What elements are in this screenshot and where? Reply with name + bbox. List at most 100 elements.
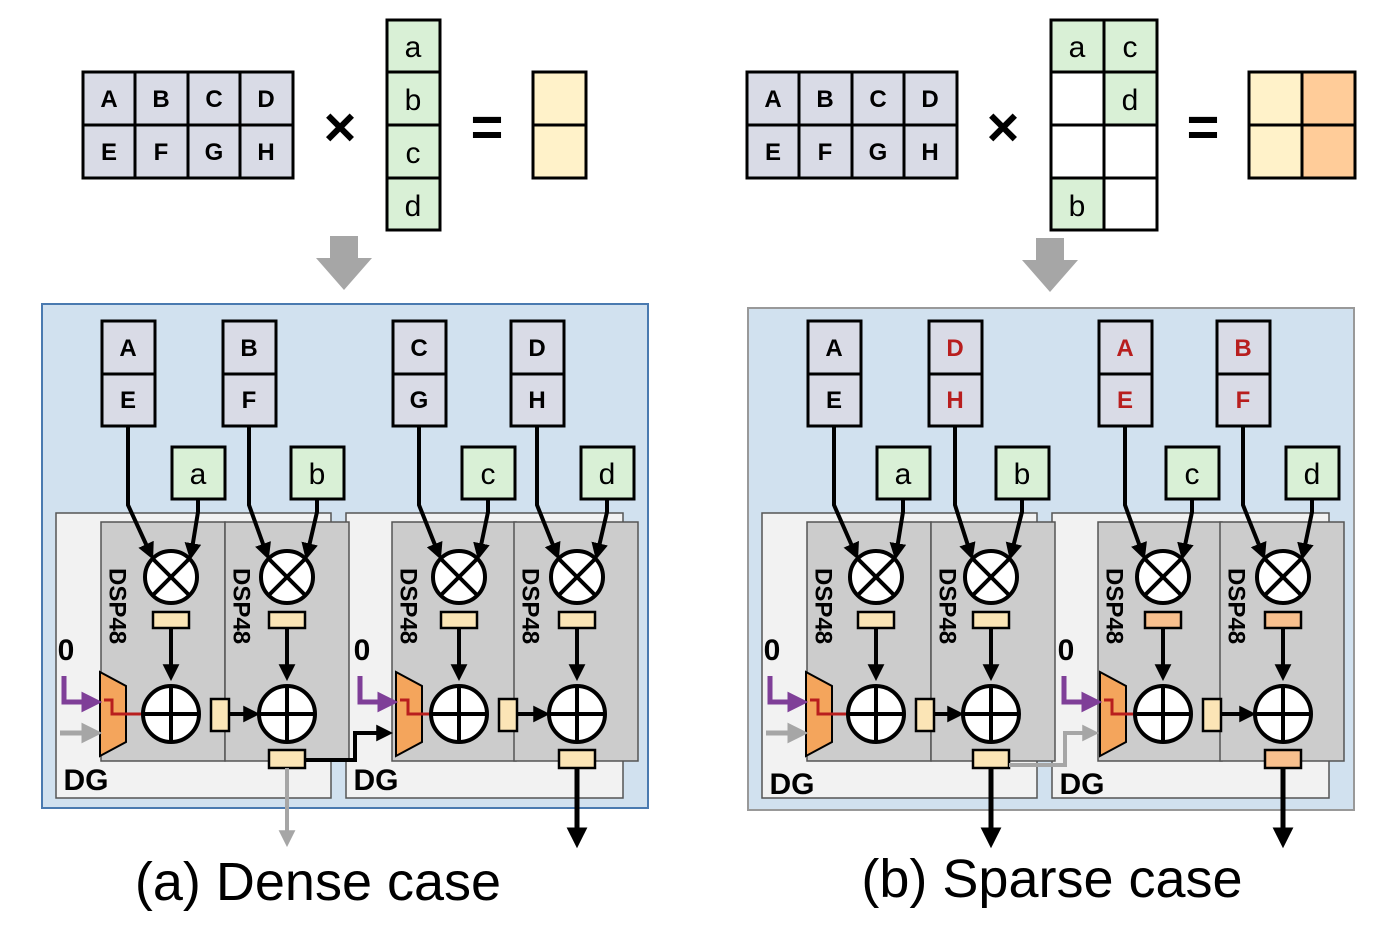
matrix-cell: F <box>154 139 169 166</box>
dsp48-label: DSP48 <box>810 568 837 644</box>
dense-output-vector <box>531 70 588 180</box>
weight-cell: E <box>826 387 842 414</box>
vector-cell: a <box>405 31 422 64</box>
matrix-cell: D <box>921 86 938 113</box>
zero-input-arrow <box>357 676 399 713</box>
sparse-weight-matrix: A B C D E F G H <box>745 70 959 180</box>
dense-cascade-arrow <box>305 724 394 762</box>
weight-wire <box>953 426 976 560</box>
vector-wire <box>1177 499 1194 560</box>
matrix-cell: H <box>257 139 274 166</box>
sparse-equation: A B C D E F G H × a c d b = <box>745 18 1357 232</box>
vector-cell: a <box>190 458 207 491</box>
weight-cell: E <box>1117 387 1133 414</box>
vector-wire <box>301 499 319 560</box>
vector-wire <box>889 499 907 560</box>
accumulator-register <box>1201 697 1223 733</box>
zero-label: 0 <box>1058 634 1075 667</box>
multiply-sign: × <box>324 95 357 158</box>
matrix-cell: C <box>205 86 222 113</box>
sparse-output-matrix <box>1247 70 1357 180</box>
sparse-cell: d <box>1122 84 1139 117</box>
zero-input-arrow <box>1061 676 1103 713</box>
vector-register <box>170 445 227 501</box>
matrix-cell: D <box>257 86 274 113</box>
weight-wire <box>126 426 154 560</box>
vector-cell: c <box>406 137 421 170</box>
weight-cell: C <box>410 335 427 362</box>
pipeline-register <box>439 610 479 630</box>
equals-sign: = <box>471 95 504 158</box>
weight-cell: A <box>825 335 842 362</box>
output-register <box>1263 748 1303 770</box>
zero-input-arrow <box>767 676 809 713</box>
matrix-cell: A <box>100 86 117 113</box>
weight-wire <box>535 426 561 560</box>
vector-cell: d <box>405 190 422 223</box>
dsp48-label: DSP48 <box>395 568 422 644</box>
vector-cell: c <box>481 458 496 491</box>
dg-label: DG <box>354 764 399 797</box>
dsp48-label: DSP48 <box>228 568 255 644</box>
vector-cell: a <box>895 458 912 491</box>
weight-cell: A <box>1116 335 1133 362</box>
output-register <box>971 748 1011 770</box>
vector-cell: d <box>1304 458 1321 491</box>
dg-label: DG <box>1060 768 1105 801</box>
pipeline-register <box>1143 610 1183 630</box>
weight-cell: H <box>946 387 963 414</box>
vector-register <box>994 445 1051 501</box>
vector-register <box>579 445 636 501</box>
output-register <box>267 748 307 770</box>
sparse-caption: (b) Sparse case <box>861 849 1242 909</box>
weight-cell: D <box>946 335 963 362</box>
mux-select-wire <box>104 698 141 716</box>
matrix-cell: H <box>921 139 938 166</box>
sparse-cascade-arrow <box>1009 724 1100 767</box>
weight-cell: B <box>240 335 257 362</box>
dsp48-label: DSP48 <box>104 568 131 644</box>
vector-wire <box>184 499 202 560</box>
sparse-input-matrix: a c d b <box>1049 18 1159 232</box>
weight-cell: G <box>410 387 429 414</box>
weight-wire <box>832 426 859 560</box>
vector-register <box>875 445 932 501</box>
sparse-cell: b <box>1069 190 1086 223</box>
matrix-cell: A <box>764 86 781 113</box>
vector-wire <box>1005 499 1024 560</box>
zero-label: 0 <box>58 634 75 667</box>
dsp48-label: DSP48 <box>1101 568 1128 644</box>
pipeline-register <box>971 610 1011 630</box>
vector-wire <box>591 499 609 560</box>
weight-cell: H <box>528 387 545 414</box>
vector-cell: b <box>309 458 326 491</box>
weight-cell: D <box>528 335 545 362</box>
dense-caption: (a) Dense case <box>135 852 501 912</box>
sparse-cell: a <box>1069 31 1086 64</box>
pipeline-register <box>557 610 597 630</box>
dense-input-vector: a b c d <box>385 18 442 232</box>
vector-cell: b <box>405 84 422 117</box>
weight-cell: A <box>119 335 136 362</box>
matrix-cell: B <box>816 86 833 113</box>
weight-wire <box>247 426 271 560</box>
dg-label: DG <box>64 764 109 797</box>
weight-wire <box>417 426 443 560</box>
dsp48-label: DSP48 <box>517 568 544 644</box>
accumulator-register <box>497 697 519 733</box>
weight-cell: F <box>1236 387 1251 414</box>
weight-cell: F <box>242 387 257 414</box>
zero-input-arrow <box>61 676 103 713</box>
weight-cell: B <box>1234 335 1251 362</box>
multiply-sign: × <box>987 95 1020 158</box>
dsp48-label: DSP48 <box>1223 568 1250 644</box>
mux-select-wire <box>1104 698 1133 716</box>
vector-register <box>460 445 517 501</box>
mux-select-wire <box>810 698 846 716</box>
dg-label: DG <box>770 768 815 801</box>
pipeline-register <box>267 610 307 630</box>
down-arrow-icon <box>316 236 372 290</box>
weight-wire <box>1123 426 1147 560</box>
